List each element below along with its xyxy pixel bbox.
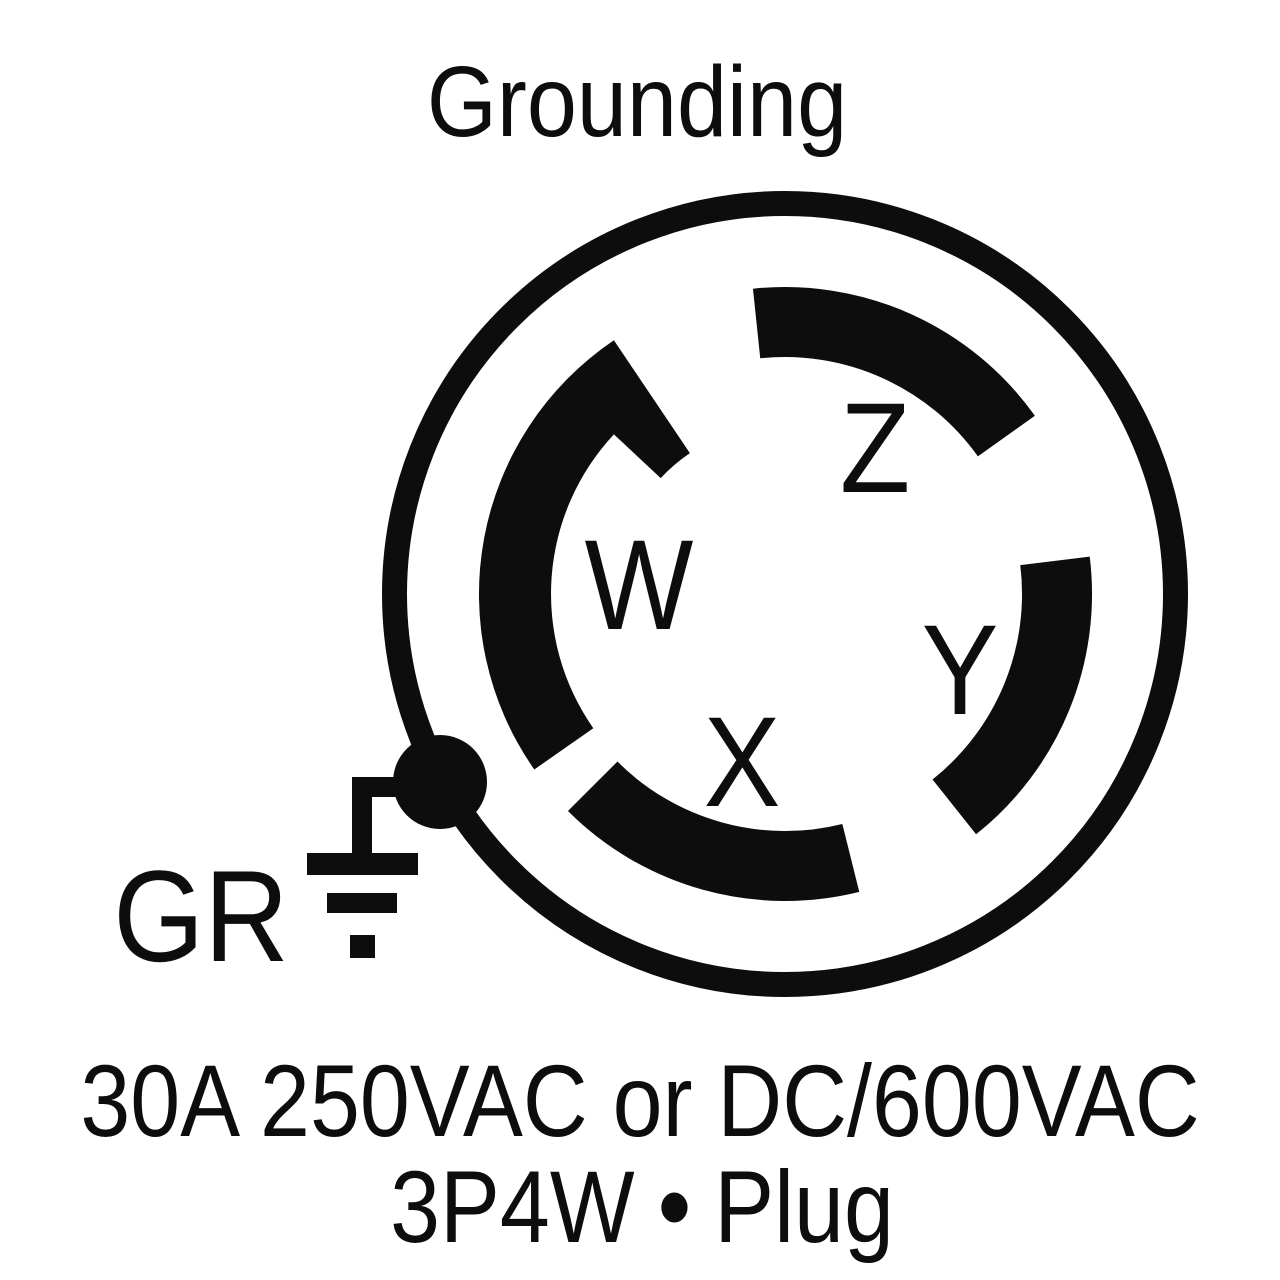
blade-y	[932, 556, 1092, 835]
pin-label-w: W	[584, 514, 694, 657]
rating-caption-line1: 30A 250VAC or DC/600VAC	[80, 1044, 1200, 1158]
diagram-title: Grounding	[426, 46, 848, 158]
pin-label-z: Z	[839, 377, 911, 520]
blade-z	[752, 287, 1035, 457]
rating-caption-line2: 3P4W • Plug	[390, 1145, 894, 1268]
caption-rating: 3P4W	[390, 1150, 635, 1264]
blade-x	[567, 761, 860, 901]
pin-label-y: Y	[921, 599, 999, 742]
caption-device-type: Plug	[714, 1150, 894, 1264]
plug-body-circle	[382, 191, 1188, 997]
ground-connector-line	[352, 777, 432, 855]
ground-symbol-bar-3	[350, 935, 375, 958]
ground-symbol-bar-2	[327, 893, 397, 913]
blade-w-hooked	[478, 340, 690, 770]
ground-symbol-bar-1	[307, 853, 418, 875]
ground-terminal-dot	[393, 735, 487, 829]
ground-label: GR	[113, 843, 289, 989]
ground-symbol-icon	[307, 853, 418, 958]
pin-label-x: X	[703, 691, 781, 834]
